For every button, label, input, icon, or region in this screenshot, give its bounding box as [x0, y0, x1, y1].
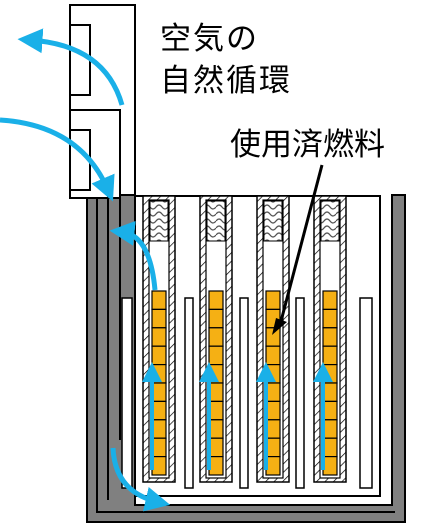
fuel-block [322, 364, 338, 384]
air-circulation-label-line2: 自然循環 [160, 63, 292, 99]
fuel-block [151, 290, 167, 310]
air-circulation-label-line1: 空気の [160, 21, 259, 57]
fuel-block [265, 437, 281, 458]
fuel-block [208, 345, 224, 366]
fuel-block [322, 382, 338, 402]
fuel-block [265, 419, 281, 439]
air-outflow-arrow [17, 28, 125, 106]
air-inflow-arrow [0, 117, 115, 202]
fuel-block [265, 327, 281, 347]
fuel-block [265, 400, 281, 421]
fuel-block [151, 437, 167, 458]
fuel-block [265, 382, 281, 402]
fuel-block [322, 437, 338, 458]
divider-plate [184, 297, 194, 489]
air-rising-arrow [109, 220, 158, 291]
fuel-block [208, 290, 224, 310]
fuel-block [265, 290, 281, 310]
plenum-spring [263, 200, 283, 242]
spent-fuel-label: 使用済燃料 [230, 127, 385, 163]
fuel-block [322, 456, 338, 476]
fuel-block [208, 456, 224, 476]
fuel-block [322, 290, 338, 310]
fuel-block [151, 456, 167, 476]
fuel-block [151, 327, 167, 347]
fuel-block [322, 419, 338, 439]
fuel-block [151, 364, 167, 384]
fuel-block [208, 308, 224, 329]
fuel-block [322, 400, 338, 421]
spent-fuel-leader-line [278, 164, 324, 326]
fuel-block [322, 327, 338, 347]
fuel-block [208, 364, 224, 384]
fuel-block [322, 345, 338, 366]
fuel-block [151, 382, 167, 402]
fuel-block [208, 419, 224, 439]
plenum-spring [320, 200, 340, 242]
fuel-block [265, 345, 281, 366]
plenum-spring [149, 200, 169, 242]
cask-inner-wall-line [96, 195, 395, 513]
fuel-block [265, 456, 281, 476]
fuel-block [151, 400, 167, 421]
fuel-block [322, 308, 338, 329]
fuel-block [151, 345, 167, 366]
fuel-block [208, 437, 224, 458]
fuel-block [151, 308, 167, 329]
divider-plate [239, 297, 249, 489]
fuel-block [151, 419, 167, 439]
plenum-spring [206, 200, 226, 242]
fuel-block [208, 400, 224, 421]
divider-plate [295, 297, 305, 489]
spent-fuel-leader-arrowhead [272, 318, 287, 335]
fuel-block [208, 382, 224, 402]
divider-plate [359, 297, 373, 489]
divider-plate [121, 297, 133, 489]
fuel-block [208, 327, 224, 347]
air-bottom-turn-arrow [110, 447, 171, 512]
air-outlet-louver [69, 24, 91, 96]
fuel-block [265, 364, 281, 384]
